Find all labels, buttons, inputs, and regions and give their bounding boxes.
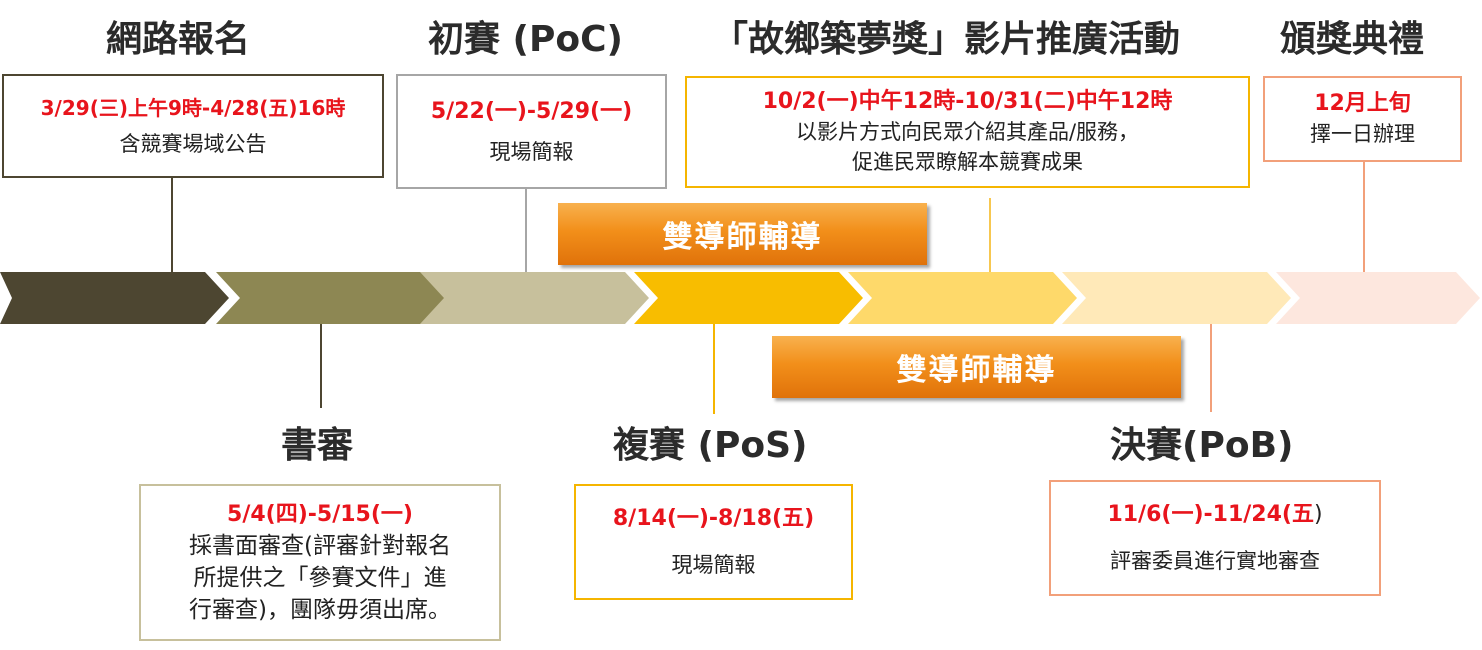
award-ceremony-box: 12月上旬 擇一日辦理 bbox=[1263, 76, 1462, 162]
semifinal-connector bbox=[713, 322, 715, 414]
online-signup-title: 網路報名 bbox=[106, 19, 251, 60]
award-ceremony-desc: 擇一日辦理 bbox=[1310, 122, 1415, 146]
preliminary-box: 5/22(一)-5/29(一) 現場簡報 bbox=[396, 74, 667, 189]
award-ceremony-date: 12月上旬 bbox=[1314, 91, 1411, 116]
online-signup-box: 3/29(三)上午9時-4/28(五)16時 含競賽場域公告 bbox=[2, 74, 384, 178]
document-review-box: 5/4(四)-5/15(一) 採書面審查(評審針對報名 所提供之「參賽文件」進 … bbox=[139, 484, 501, 641]
video-promo-title: 「故鄉築夢獎」影片推廣活動 bbox=[712, 19, 1181, 60]
online-signup-connector bbox=[171, 178, 173, 283]
chevron-1 bbox=[0, 272, 229, 324]
document-review-connector bbox=[320, 322, 322, 408]
final-title: 決賽(PoB) bbox=[1110, 425, 1294, 466]
document-review-date: 5/4(四)-5/15(一) bbox=[227, 501, 413, 527]
preliminary-date: 5/22(一)-5/29(一) bbox=[430, 98, 633, 124]
video-promo-connector bbox=[989, 198, 991, 274]
preliminary-desc: 現場簡報 bbox=[489, 139, 574, 164]
semifinal-date: 8/14(一)-8/18(五) bbox=[612, 506, 815, 531]
semifinal-box: 8/14(一)-8/18(五) 現場簡報 bbox=[574, 484, 853, 600]
final-date-main: 11/6(一)-11/24(五 bbox=[1107, 502, 1314, 527]
final-date: 11/6(一)-11/24(五) bbox=[1107, 500, 1322, 530]
chevron-5 bbox=[848, 272, 1077, 324]
mentoring-bar-upper: 雙導師輔導 bbox=[558, 203, 927, 265]
mentoring-bar-lower: 雙導師輔導 bbox=[772, 336, 1181, 398]
semifinal-title: 複賽 (PoS) bbox=[613, 425, 808, 466]
chevron-3 bbox=[420, 272, 649, 324]
online-signup-desc: 含競賽場域公告 bbox=[119, 132, 267, 156]
video-promo-desc-line2: 促進民眾瞭解本競賽成果 bbox=[852, 150, 1083, 174]
chevron-6 bbox=[1062, 272, 1291, 324]
document-review-desc-line3: 行審查)，團隊毋須出席。 bbox=[189, 596, 451, 623]
chevron-4 bbox=[634, 272, 863, 324]
video-promo-date: 10/2(一)中午12時-10/31(二)中午12時 bbox=[762, 89, 1173, 114]
final-box: 11/6(一)-11/24(五) 評審委員進行實地審查 bbox=[1049, 480, 1381, 596]
award-ceremony-connector bbox=[1363, 162, 1365, 276]
semifinal-desc: 現場簡報 bbox=[671, 553, 756, 577]
video-promo-desc-line1: 以影片方式向民眾介紹其產品/服務， bbox=[795, 120, 1140, 144]
chevron-7 bbox=[1276, 272, 1480, 324]
preliminary-connector bbox=[525, 189, 527, 284]
award-ceremony-title: 頒獎典禮 bbox=[1280, 19, 1425, 60]
preliminary-title: 初賽 (PoC) bbox=[428, 19, 623, 60]
document-review-title: 書審 bbox=[281, 425, 354, 466]
online-signup-date: 3/29(三)上午9時-4/28(五)16時 bbox=[40, 96, 346, 120]
final-desc: 評審委員進行實地審查 bbox=[1110, 549, 1320, 573]
video-promo-box: 10/2(一)中午12時-10/31(二)中午12時 以影片方式向民眾介紹其產品… bbox=[685, 76, 1250, 188]
document-review-desc-line1: 採書面審查(評審針對報名 bbox=[189, 532, 451, 559]
document-review-desc-line2: 所提供之「參賽文件」進 bbox=[193, 564, 447, 591]
chevron-2 bbox=[216, 272, 445, 324]
final-date-tail: ) bbox=[1313, 502, 1323, 527]
final-connector bbox=[1210, 322, 1212, 412]
timeline-chevrons bbox=[0, 272, 1480, 324]
